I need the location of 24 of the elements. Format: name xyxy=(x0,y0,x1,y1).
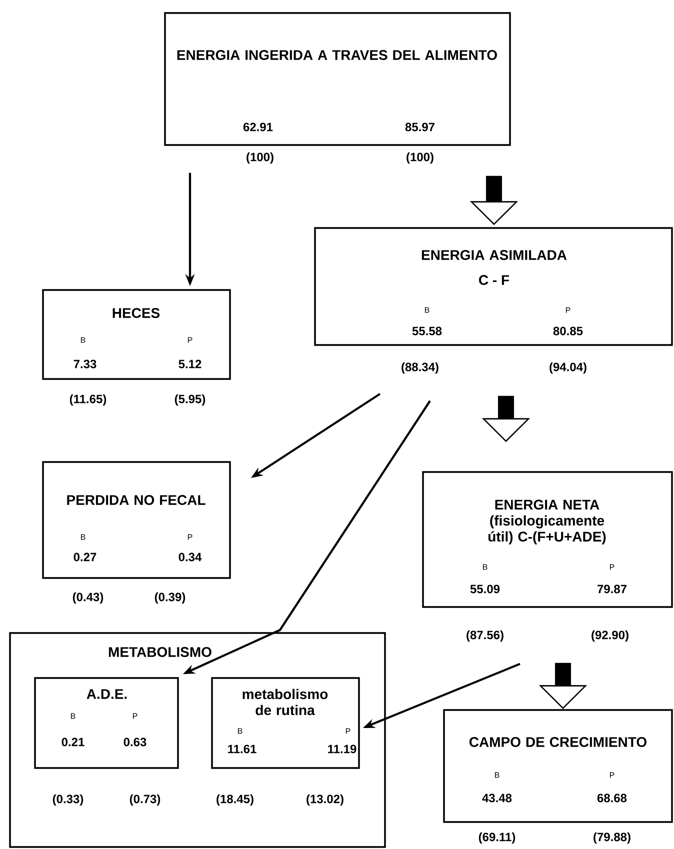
flow-box: ENERGIA INGERIDA A TRAVES DEL ALIMENTO 62.91 85.97 xyxy=(164,12,511,146)
percentage-label: (13.02) xyxy=(306,794,344,806)
flow-box: ENERGIA NETA (fisiologicamente útil) C-(F+U+ADE) B P 55.09 79.87 xyxy=(422,471,673,608)
percentage-label: (92.90) xyxy=(592,630,628,642)
percentage-label: (87.56) xyxy=(466,630,504,642)
percentage-label: (0.33) xyxy=(52,794,84,806)
flow-box: metabolismo de rutina B P 11.61 11.19 xyxy=(211,677,360,769)
percentage-label: (79.88) xyxy=(594,832,630,844)
percentage-label: (100) xyxy=(406,152,434,164)
percentage-label: (11.65) xyxy=(70,394,106,406)
flow-box: HECES B P 7.33 5.12 xyxy=(42,289,231,380)
percentage-label: (94.04) xyxy=(550,362,586,374)
percentage-label: (69.11) xyxy=(478,832,516,844)
flow-box: CAMPO DE CRECIMIENTO B P 43.48 68.68 xyxy=(443,709,673,823)
flow-box: A.D.E. B P 0.21 0.63 xyxy=(34,677,179,769)
percentage-label: (100) xyxy=(246,152,274,164)
percentage-label: (0.43) xyxy=(72,592,104,604)
flow-box: PERDIDA NO FECAL B P 0.27 0.34 xyxy=(42,461,231,579)
percentage-label: (0.73) xyxy=(130,794,160,806)
percentage-label: (18.45) xyxy=(216,794,254,806)
flow-box: ENERGIA ASIMILADA C - F B P 55.58 80.85 xyxy=(314,227,673,346)
percentage-label: (88.34) xyxy=(402,362,438,374)
percentage-label: (5.95) xyxy=(174,394,206,406)
percentage-label: (0.39) xyxy=(154,592,186,604)
